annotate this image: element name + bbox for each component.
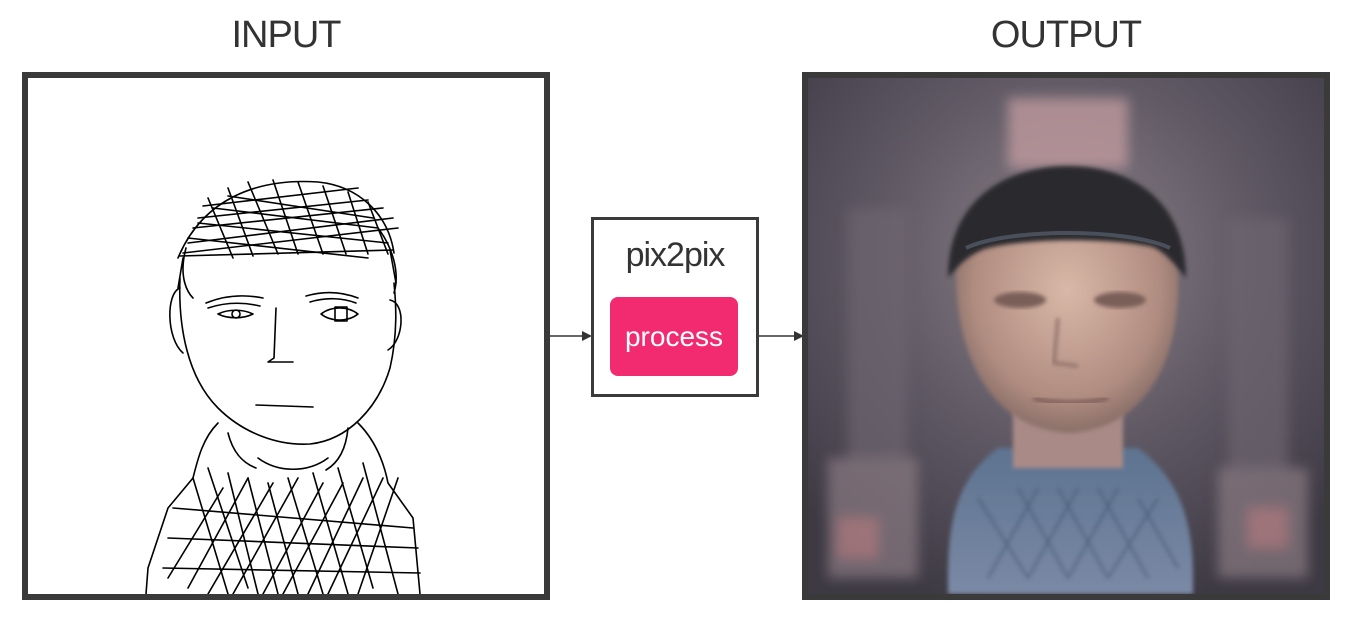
output-title: OUTPUT (990, 14, 1142, 56)
arrow-right-icon (550, 331, 592, 341)
input-title: INPUT (231, 14, 342, 56)
model-name: pix2pix (625, 236, 726, 274)
input-sketch (145, 179, 421, 594)
output-image (802, 72, 1330, 600)
input-canvas[interactable] (22, 72, 550, 600)
model-box: pix2pix process (591, 217, 759, 397)
process-button[interactable]: process (610, 297, 738, 376)
generated-portrait (808, 78, 1324, 594)
arrow-right-icon (758, 331, 804, 341)
